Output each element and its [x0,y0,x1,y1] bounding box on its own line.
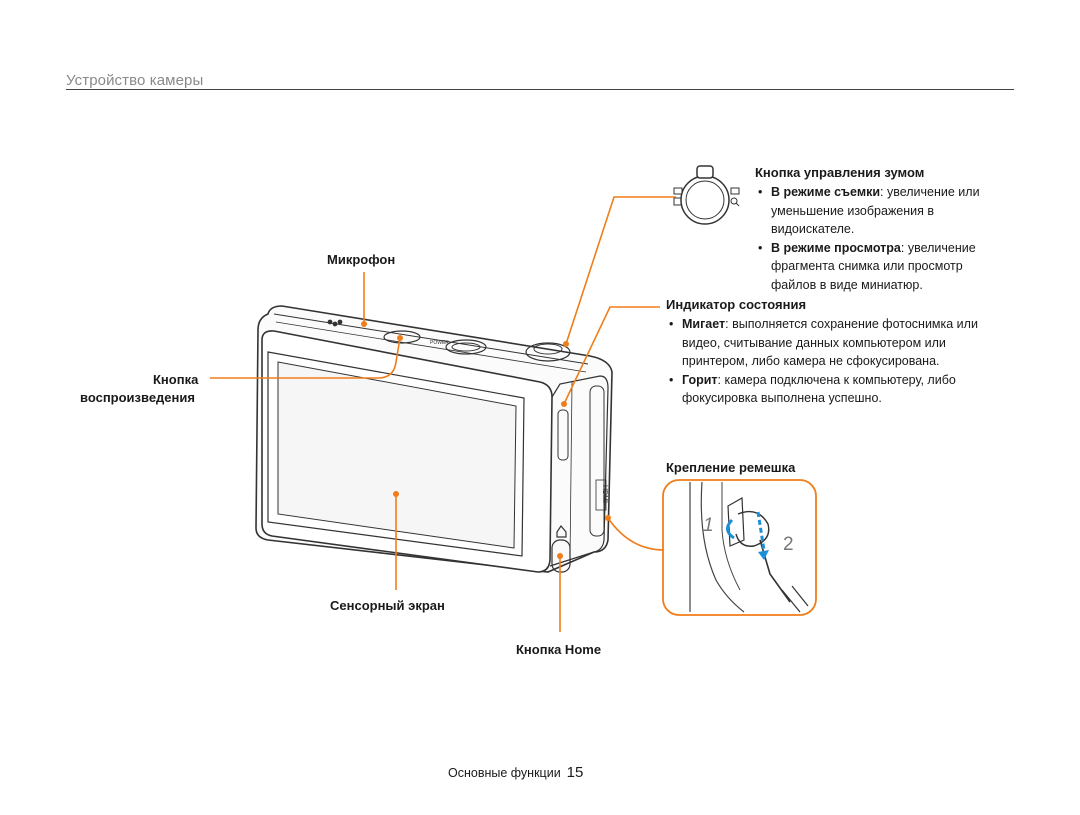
zoom-description: В режиме съемки: увеличение или уменьшен… [755,183,1010,294]
section-title: Устройство камеры [66,72,204,89]
zoom-item: В режиме съемки: увеличение или уменьшен… [755,183,1010,239]
leader-status [563,306,660,405]
leader-strap [607,517,665,551]
footer: Основные функции 15 [448,764,583,781]
status-item-state: Мигает [682,317,726,331]
strap-step-2: 2 [783,534,794,555]
status-item: Мигает: выполняется сохранение фотоснимк… [666,315,1011,371]
status-item-state: Горит [682,372,718,387]
leader-lines [210,196,676,632]
status-item: Горит: камера подключена к компьютеру, л… [666,371,1011,408]
status-description: Мигает: выполняется сохранение фотоснимк… [666,315,1011,408]
zoom-item-text: : увеличение фрагмента снимка или просмо… [771,240,976,292]
microphone-label: Микрофон [327,252,396,267]
leader-zoom [565,196,676,345]
status-item-text: : камера подключена к компьютеру, либо ф… [682,372,956,406]
zoom-title: Кнопка управления зумом [755,165,925,180]
zoom-item: В режиме просмотра: увеличение фрагмента… [755,239,1010,295]
strap-mount-label: Крепление ремешка [666,460,796,475]
camera-body [255,305,613,573]
zoom-item-mode: В режиме съемки [771,185,881,199]
playback-button-label-line2: воспроизведения [80,390,195,405]
footer-section: Основные функции [448,766,561,780]
leader-dots [361,321,611,559]
title-rule [66,89,1014,90]
leader-playback [210,337,401,379]
strap-detail [662,479,817,616]
page-number: 15 [566,764,584,781]
power-label: POWER [430,340,449,346]
status-title: Индикатор состояния [666,297,807,312]
zoom-lever-detail [673,165,740,225]
touch-screen-label: Сенсорный экран [330,598,445,613]
status-item-text: : выполняется сохранение фотоснимка или … [682,317,978,368]
playback-button-label-line1: Кнопка [153,372,199,387]
zoom-item-mode: В режиме просмотра [771,240,901,255]
zoom-item-text: : увеличение или уменьшение изображения … [771,185,980,236]
strap-step-1: 1 [703,515,714,536]
home-button-label: Кнопка Home [516,642,602,657]
hdmi-label: HDMI [601,485,608,503]
